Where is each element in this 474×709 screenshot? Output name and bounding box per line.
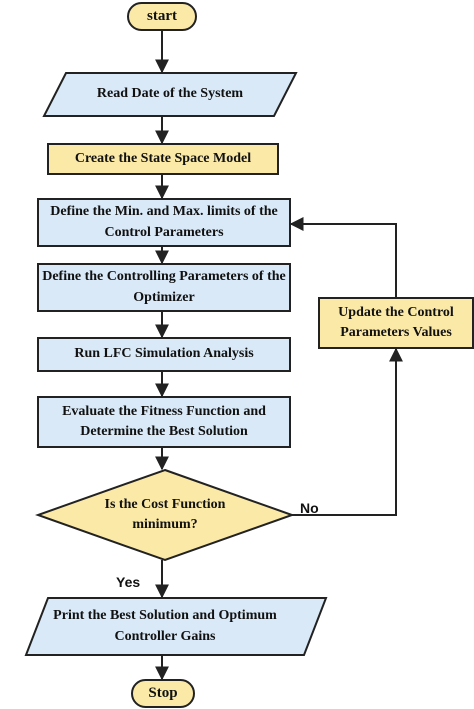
stop-label: Stop (148, 684, 178, 701)
define-limits-label: Define the Min. and Max. limits of the C… (50, 204, 278, 240)
start-label: start (147, 7, 177, 24)
print-solution-label: Print the Best Solution and Optimum Cont… (53, 608, 277, 644)
update-params-label: Update the Control Parameters Values (338, 304, 454, 340)
evaluate-fitness-box (37, 396, 291, 448)
decision-diamond (35, 468, 295, 562)
no-edge-label: No (300, 500, 319, 516)
arrow-update-to-limits (289, 217, 397, 298)
read-data-label: Read Date of the System (96, 86, 244, 102)
yes-edge-label: Yes (116, 574, 141, 590)
print-solution-parallelogram (24, 597, 328, 656)
run-simulation-box (37, 337, 291, 372)
evaluate-fitness-label: Evaluate the Fitness Function and Determ… (62, 403, 266, 439)
run-simulation-label: Run LFC Simulation Analysis (74, 346, 254, 362)
read-data-parallelogram (42, 72, 298, 117)
arrow-decision-no-to-update (292, 347, 403, 516)
define-params-label: Define the Controlling Parameters of the… (42, 269, 286, 305)
update-params-box (318, 297, 474, 349)
create-model-label: Create the State Space Model (74, 150, 252, 166)
decision-label: Is the Cost Function minimum? (104, 496, 226, 532)
